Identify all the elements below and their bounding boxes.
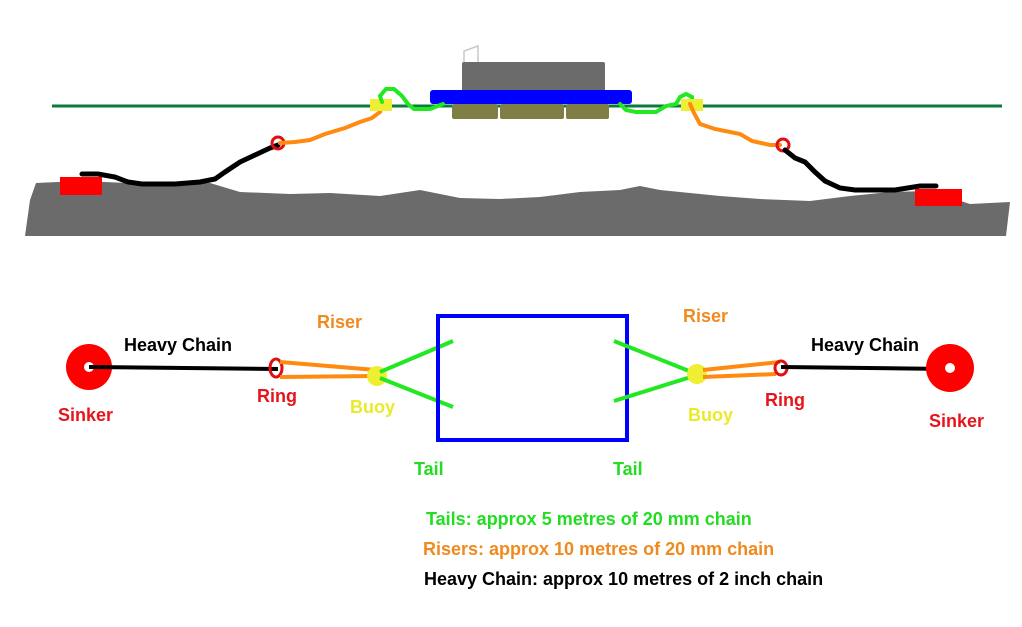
right-riser-label: Riser [683, 306, 729, 326]
right-plan-tail-lower [613, 374, 695, 403]
left-plan-tail-upper [379, 339, 454, 374]
float-2 [500, 104, 564, 119]
right-tail-label: Tail [613, 459, 643, 479]
left-sinker-label: Sinker [58, 405, 114, 425]
right-tail [618, 91, 694, 114]
right-plan-heavy-chain [780, 365, 949, 371]
right-heavy-chain-label: Heavy Chain [811, 335, 920, 355]
cabin [462, 62, 605, 92]
left-plan-riser-upper [279, 360, 377, 372]
right-sinker-label: Sinker [929, 411, 985, 431]
pontoon-plan-outline [436, 314, 629, 442]
right-riser [688, 102, 782, 147]
left-tail [377, 87, 445, 111]
legend-tails: Tails: approx 5 metres of 20 mm chain [426, 509, 752, 529]
left-tail-label: Tail [414, 459, 444, 479]
left-heavy-chain-label: Heavy Chain [124, 335, 233, 355]
right-plan-riser-upper [702, 360, 781, 372]
legend-heavy-chain: Heavy Chain: approx 10 metres of 2 inch … [424, 569, 824, 589]
seabed [25, 181, 1010, 236]
right-buoy-label: Buoy [688, 405, 733, 425]
left-buoy-label: Buoy [350, 397, 395, 417]
right-ring-label: Ring [765, 390, 805, 410]
right-plan-buoy [687, 364, 707, 384]
float-1 [452, 104, 498, 119]
left-plan-tail-lower [379, 376, 454, 409]
left-plan-heavy-chain [88, 365, 279, 371]
left-ring-label: Ring [257, 386, 297, 406]
right-sinker-hole [945, 363, 955, 373]
left-riser [278, 102, 384, 145]
right-plan-tail-upper [613, 339, 695, 375]
pontoon-deck [430, 90, 632, 104]
left-riser-label: Riser [317, 312, 363, 332]
left-plan-riser-lower [279, 374, 377, 379]
mast-outline [463, 44, 479, 62]
legend-risers: Risers: approx 10 metres of 20 mm chain [423, 539, 775, 559]
left-sinker-block [60, 177, 102, 195]
right-heavy-chain [782, 147, 939, 193]
right-plan-riser-lower [702, 372, 777, 379]
left-heavy-chain [79, 142, 281, 187]
left-buoy [370, 99, 392, 111]
right-sinker-block [915, 189, 962, 206]
left-plan-ring [268, 357, 284, 379]
float-3 [566, 104, 609, 119]
side-elevation-view [25, 44, 1010, 236]
